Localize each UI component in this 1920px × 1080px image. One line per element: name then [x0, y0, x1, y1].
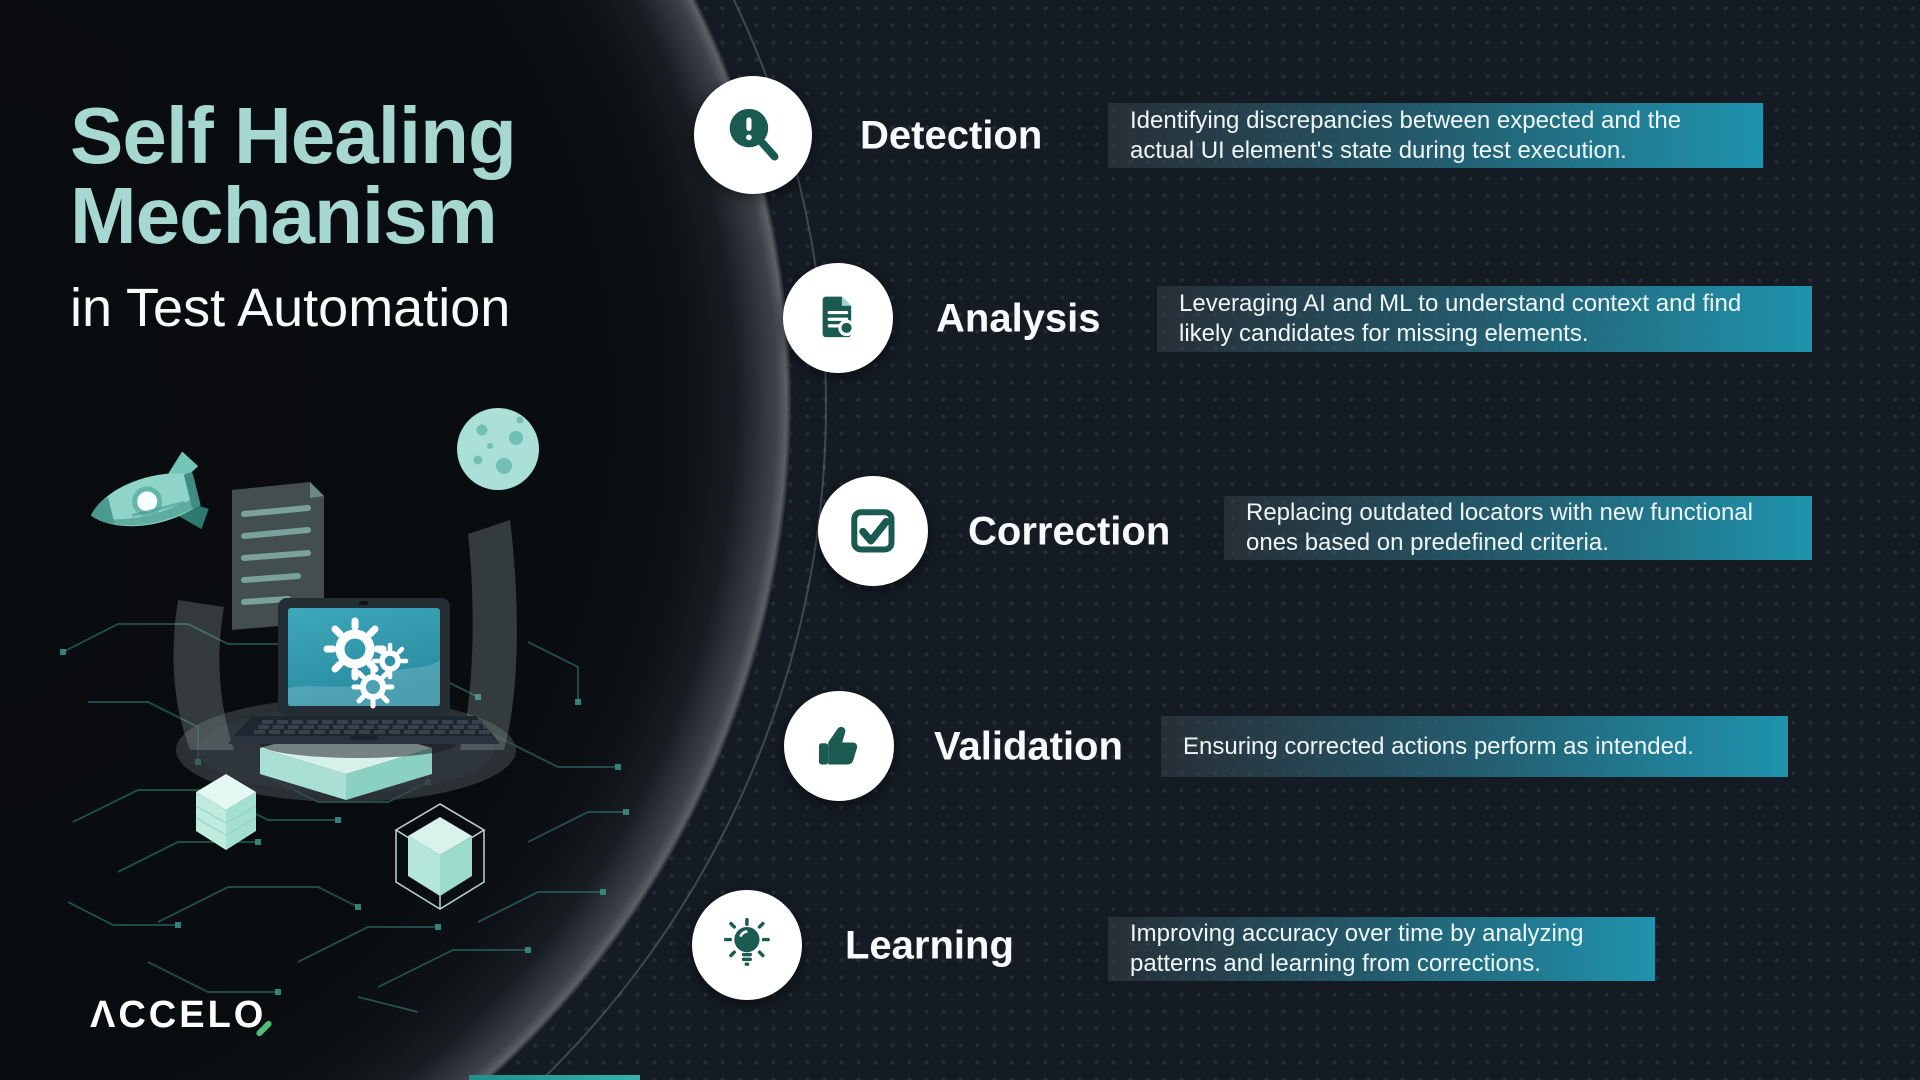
webcam-dot	[359, 601, 368, 605]
logo-text: ΛCCEL	[90, 994, 234, 1036]
accelq-logo: ΛCCELO	[90, 994, 274, 1038]
laptop-illustration	[228, 598, 500, 758]
glass-ring	[173, 520, 517, 750]
logo-q: O	[234, 994, 274, 1038]
title-heading: Self Healing Mechanism	[70, 96, 517, 256]
title-line2: Mechanism	[70, 171, 498, 260]
test-automation-illustration	[60, 408, 629, 1013]
page-title: Self Healing Mechanism in Test Automatio…	[70, 96, 517, 338]
cube-small	[195, 774, 257, 850]
document-illustration	[232, 482, 324, 630]
moon-illustration	[457, 408, 539, 490]
bottom-accent-line	[469, 1075, 640, 1080]
title-line1: Self Healing	[70, 91, 517, 180]
title-subtitle: in Test Automation	[70, 278, 511, 338]
cube-wireframe	[394, 803, 486, 910]
rocket-illustration	[90, 451, 209, 530]
keyboard-keys	[254, 720, 490, 734]
gears-icon	[323, 617, 409, 709]
